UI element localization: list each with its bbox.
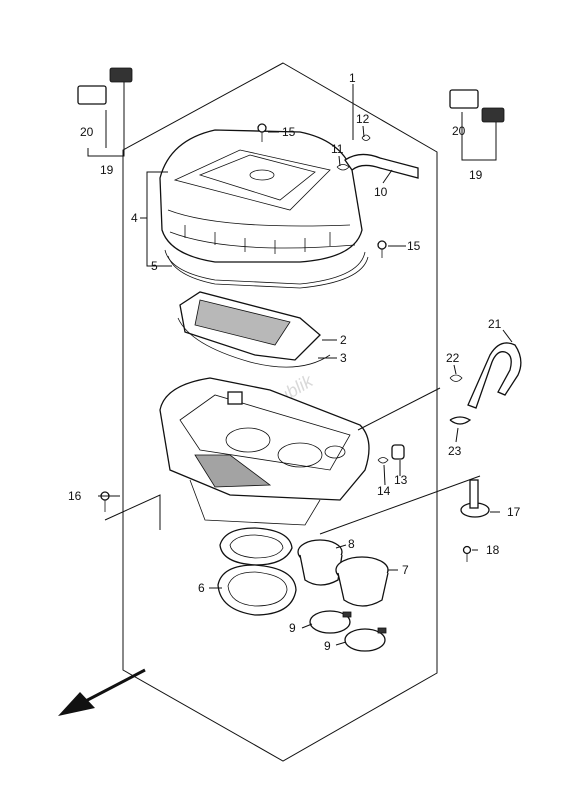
screw-15-top	[257, 123, 267, 142]
funnel-6	[217, 564, 297, 616]
label-15-b: 15	[407, 239, 421, 253]
label-16: 16	[68, 489, 82, 503]
label-1: 1	[349, 71, 356, 85]
label-9-b: 9	[324, 639, 331, 653]
label-12: 12	[356, 112, 370, 126]
label-19-left: 19	[100, 163, 114, 177]
hose-21	[467, 342, 522, 409]
connector-20-right	[449, 89, 505, 123]
plug-13	[391, 444, 405, 460]
assembly-boundary	[122, 62, 438, 762]
clip-23	[449, 416, 472, 425]
screw-15-right	[377, 240, 387, 258]
label-21: 21	[488, 317, 502, 331]
label-7: 7	[402, 563, 409, 577]
label-22: 22	[446, 351, 460, 365]
screw-16	[100, 491, 110, 512]
label-20-right: 20	[452, 124, 466, 138]
label-20-left: 20	[80, 125, 94, 139]
label-13: 13	[394, 473, 408, 487]
label-9-a: 9	[289, 621, 296, 635]
funnel-7	[335, 556, 389, 607]
connector-20-left	[77, 67, 133, 105]
label-2: 2	[340, 333, 347, 347]
label-4: 4	[131, 211, 138, 225]
sensor-17	[460, 479, 490, 518]
clamp-9-left	[309, 610, 352, 634]
label-14: 14	[377, 484, 391, 498]
clip-12	[361, 134, 371, 141]
label-10: 10	[374, 185, 388, 199]
funnel-8	[297, 539, 343, 586]
label-8: 8	[348, 537, 355, 551]
label-5: 5	[151, 259, 158, 273]
clamp-11	[336, 164, 350, 171]
front-direction-arrow-icon	[58, 668, 146, 716]
label-19-right: 19	[469, 168, 483, 182]
label-23: 23	[448, 444, 462, 458]
air-filter-element	[177, 291, 331, 368]
screw-18	[462, 545, 472, 562]
label-6: 6	[198, 581, 205, 595]
label-17: 17	[507, 505, 521, 519]
hose-10	[344, 153, 419, 179]
label-3: 3	[340, 351, 347, 365]
clamp-14	[377, 457, 389, 464]
leader-lines	[87, 82, 513, 646]
air-cleaner-case	[159, 377, 370, 526]
clamp-9-right	[344, 627, 387, 652]
upper-cover	[159, 129, 363, 263]
cover-seal	[164, 249, 366, 285]
funnel-upper	[219, 527, 293, 566]
label-11: 11	[331, 142, 344, 156]
label-18: 18	[486, 543, 500, 557]
clip-22	[449, 374, 463, 382]
label-15-a: 15	[282, 125, 296, 139]
